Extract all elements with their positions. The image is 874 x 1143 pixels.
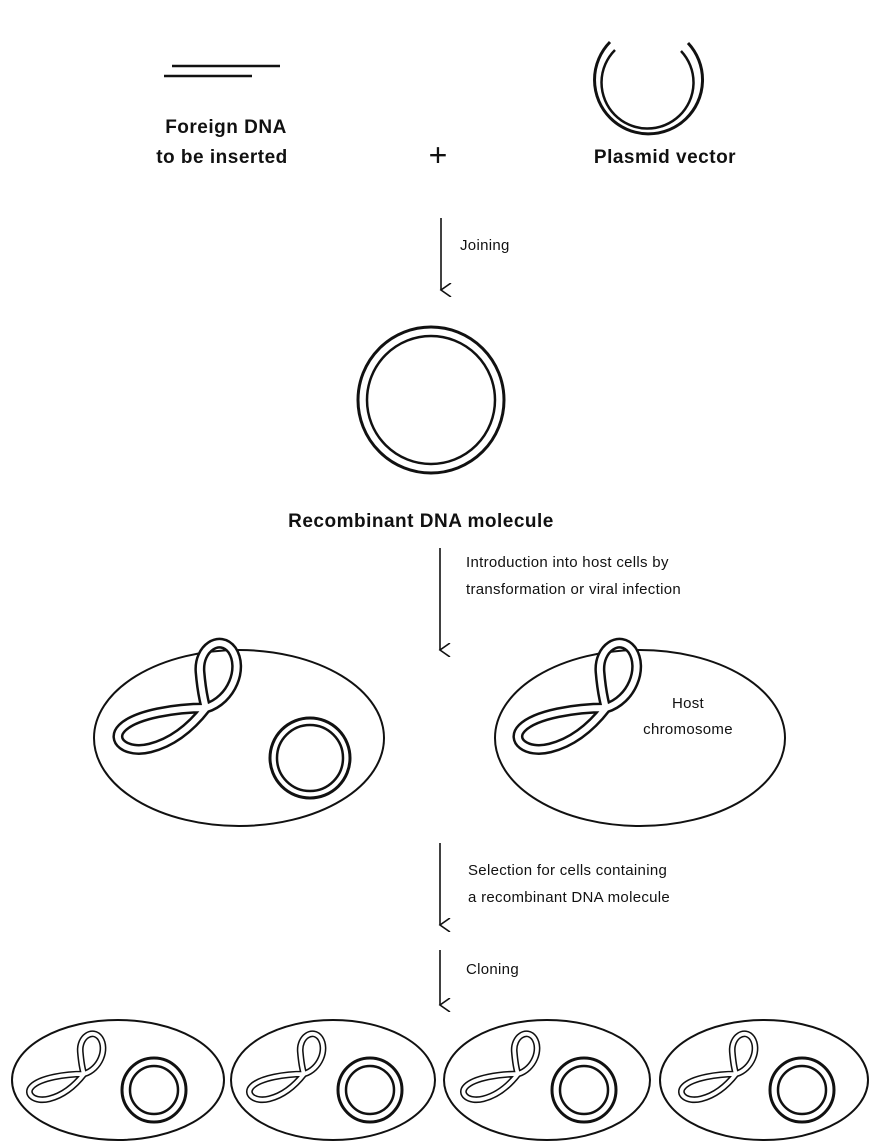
foreign-dna-label-line1: Foreign DNA (165, 117, 287, 138)
host-label-line2: chromosome (643, 721, 733, 738)
joining-label: Joining (460, 237, 510, 254)
host-chromosome-icon (249, 1034, 323, 1100)
foreign-dna-icon (164, 66, 280, 76)
plasmid-vector-label: Plasmid vector (594, 147, 736, 168)
cloned-cell (444, 1020, 650, 1140)
recombinant-plasmid-icon (122, 1058, 186, 1122)
cloned-cell (231, 1020, 435, 1140)
transformed-cell (94, 643, 384, 826)
recombinant-plasmid-icon (770, 1058, 834, 1122)
recombinant-plasmid-icon (270, 718, 350, 798)
host-chromosome-icon (29, 1034, 103, 1100)
host-chromosome-icon (681, 1034, 755, 1100)
selection-label-line1: Selection for cells containing (468, 862, 667, 879)
untransformed-cell (495, 643, 785, 826)
selection-label-line2: a recombinant DNA molecule (468, 889, 670, 906)
introduction-label-line1: Introduction into host cells by (466, 554, 669, 571)
cloned-cell (660, 1020, 868, 1140)
plus-sign: + (429, 137, 448, 173)
cloning-label: Cloning (466, 961, 519, 978)
host-label-line1: Host (672, 695, 705, 712)
recombinant-plasmid-icon (552, 1058, 616, 1122)
recombinant-molecule-label: Recombinant DNA molecule (288, 511, 554, 532)
recombinant-plasmid-icon (338, 1058, 402, 1122)
cloned-cell (12, 1020, 224, 1140)
host-chromosome-icon (463, 1034, 537, 1100)
plasmid-vector-icon (595, 42, 703, 134)
foreign-dna-label-line2: to be inserted (156, 147, 288, 168)
introduction-label-line2: transformation or viral infection (466, 581, 681, 598)
recombinant-dna-icon (358, 327, 504, 473)
